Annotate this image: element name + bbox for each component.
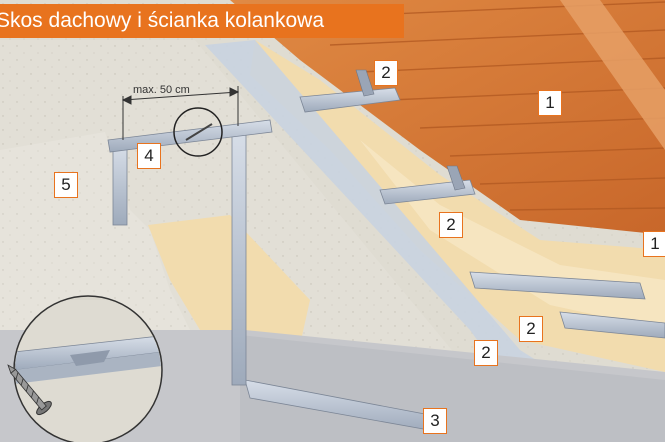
callout-2-top: 2	[374, 60, 398, 86]
callout-1-insulation: 1	[643, 231, 665, 257]
profile-hangers	[355, 69, 466, 191]
rafter-beam	[560, 0, 665, 150]
callout-2-right: 2	[519, 316, 543, 342]
dimension-label: max. 50 cm	[133, 84, 190, 96]
vapor-membrane	[205, 40, 555, 372]
magnifier-circle	[173, 107, 223, 157]
screw-icon	[7, 364, 52, 416]
callout-1-roof: 1	[538, 90, 562, 116]
ceiling-profiles	[299, 87, 665, 339]
callout-2-bottom: 2	[474, 340, 498, 366]
diagram-title: Skos dachowy i ścianka kolankowa	[0, 4, 404, 38]
roof-timber	[230, 0, 665, 235]
callout-2-middle: 2	[439, 212, 463, 238]
detail-inset	[7, 295, 163, 442]
title-text: Skos dachowy i ścianka kolankowa	[0, 9, 325, 32]
callout-4: 4	[137, 143, 161, 169]
dimension-lines	[121, 86, 240, 140]
callout-3: 3	[423, 408, 447, 434]
knee-wall-insulation	[148, 215, 310, 345]
callout-5: 5	[54, 172, 78, 198]
